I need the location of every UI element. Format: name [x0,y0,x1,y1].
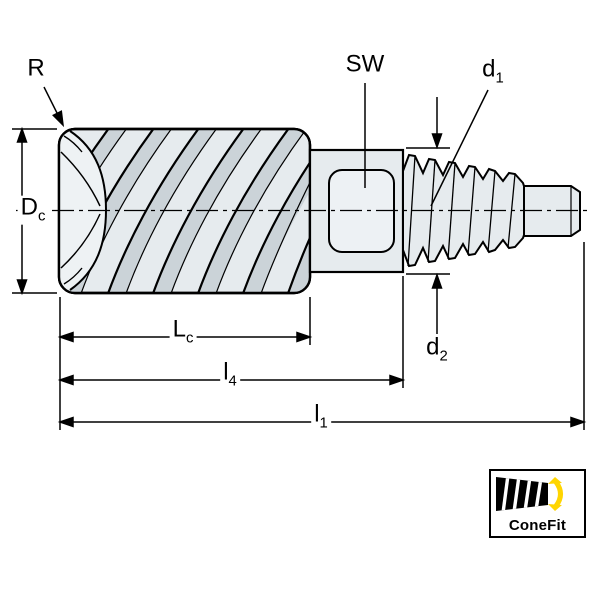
conefit-label: ConeFit [508,517,567,534]
cutter-head [57,127,312,295]
label-wrench-size: SW [345,50,385,78]
label-radius: R [27,54,45,82]
leader-r [43,86,65,128]
conefit-cone-icon [495,477,548,511]
label-l4: l4 [220,360,240,390]
label-d2: d2 [426,333,448,365]
label-l1: l1 [311,402,331,432]
extension-lines [59,242,585,430]
leader-d1 [430,89,489,207]
rotation-arrow-icon [547,477,563,511]
label-d1: d1 [482,55,504,87]
label-lc: Lc [169,317,197,347]
conefit-logo: ConeFit [489,469,586,538]
pilot-end [523,185,581,237]
flutes [59,129,310,293]
conefit-icon [495,477,563,511]
label-dc: Dc [17,195,49,225]
dim-d2 [406,97,450,334]
